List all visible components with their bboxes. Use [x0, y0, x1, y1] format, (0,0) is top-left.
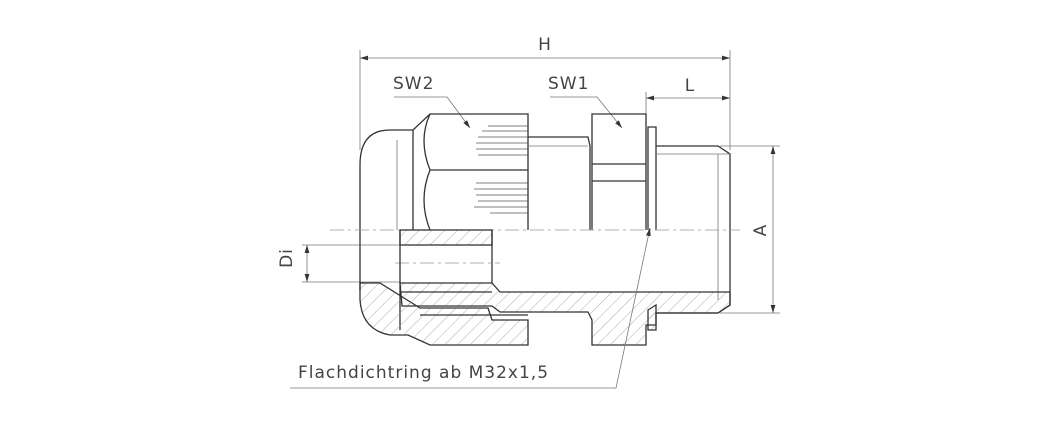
dimension-di: Di: [277, 244, 400, 283]
sw1-callout: SW1: [548, 74, 623, 129]
sw2-callout: SW2: [393, 74, 471, 129]
dimension-l-label: L: [685, 76, 695, 96]
sw2-label: SW2: [393, 74, 434, 94]
dimension-di-label: Di: [277, 248, 297, 268]
gasket-note: Flachdichtring ab M32x1,5: [290, 227, 651, 389]
dimension-a: A: [720, 145, 780, 314]
gland-body-view: [359, 113, 731, 314]
dimension-h-label: H: [538, 35, 552, 55]
gland-body-section: [359, 229, 731, 346]
sw1-label: SW1: [548, 74, 589, 94]
dimension-a-label: A: [751, 224, 771, 237]
gasket-note-label: Flachdichtring ab M32x1,5: [298, 363, 549, 383]
dimension-h: H: [359, 35, 731, 150]
dimension-l: L: [645, 76, 730, 118]
